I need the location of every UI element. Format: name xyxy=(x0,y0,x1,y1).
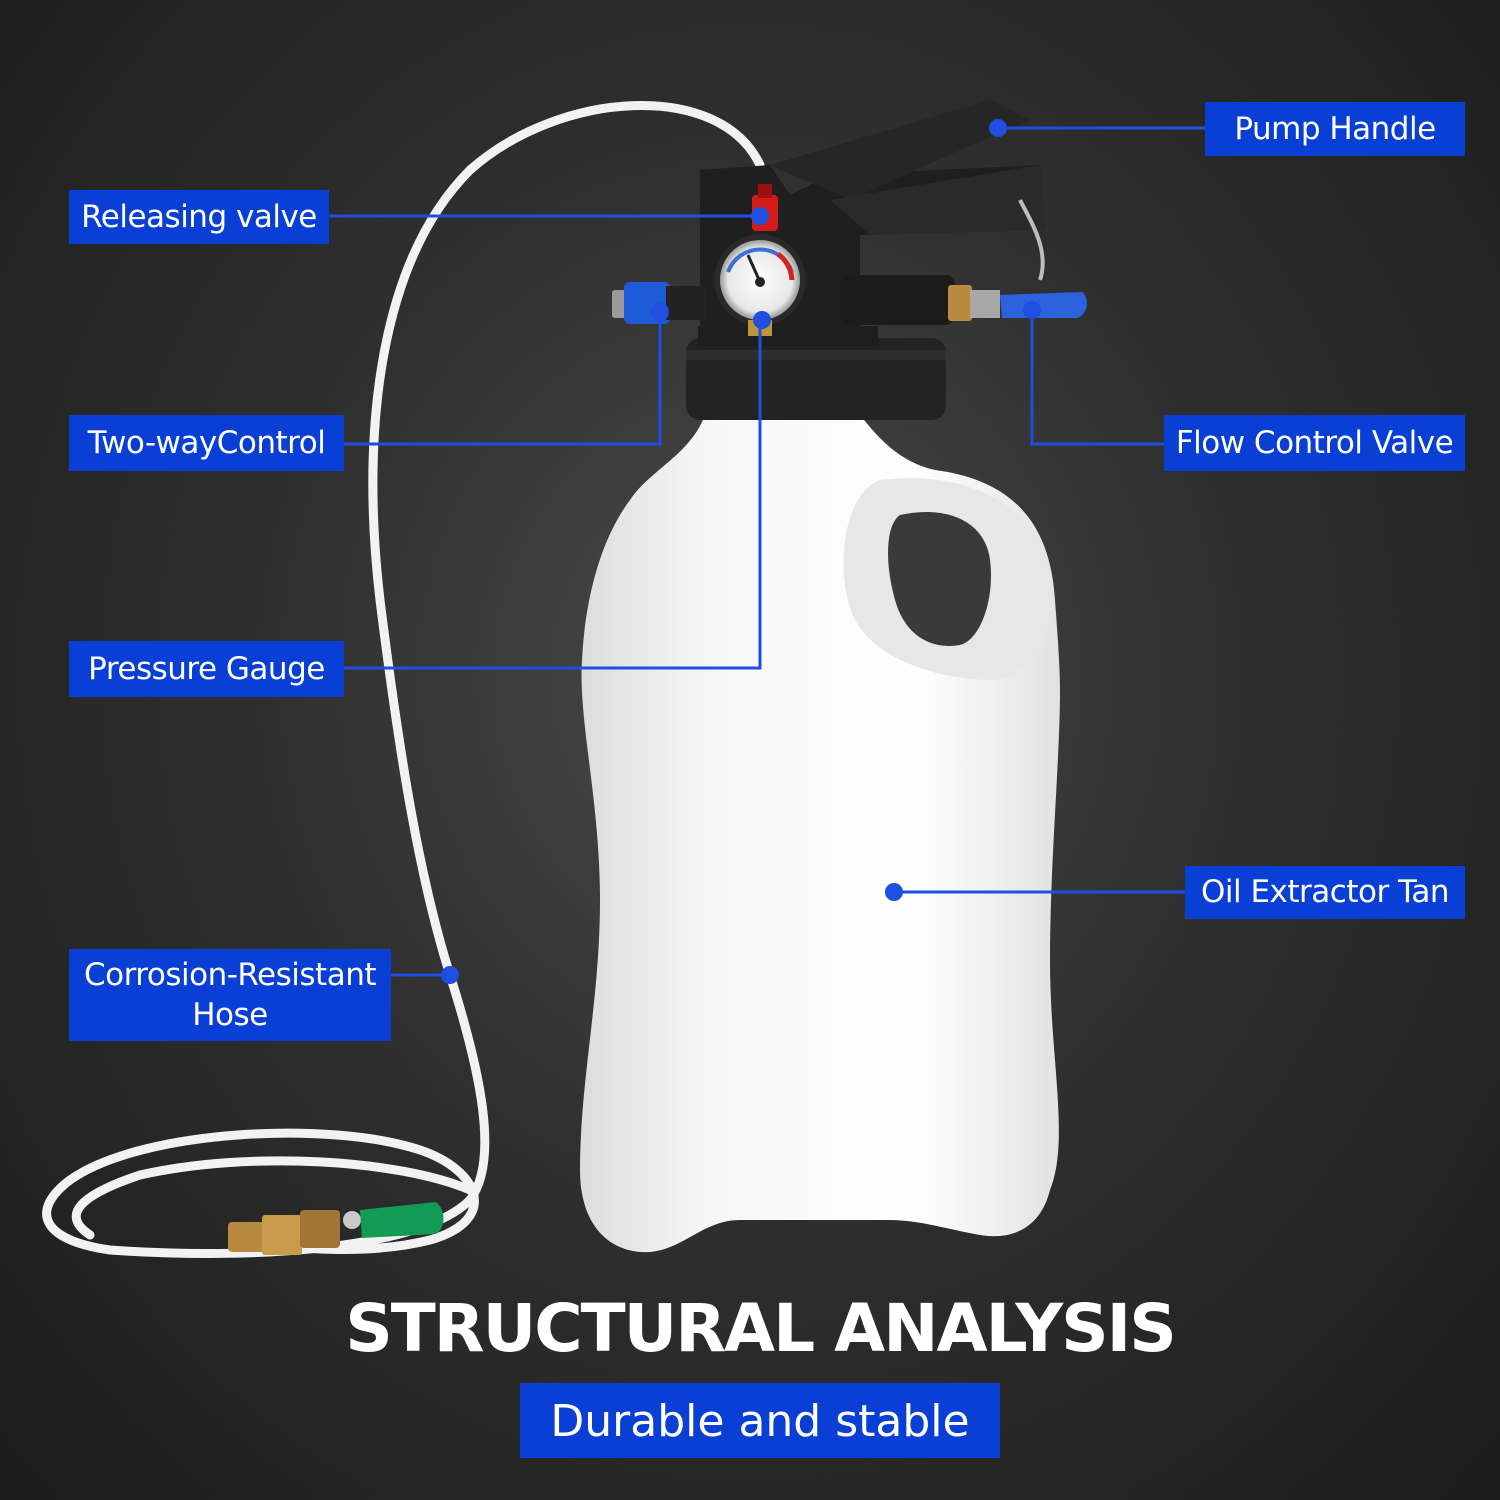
page-subtitle: Durable and stable xyxy=(550,1395,970,1447)
page-title: STRUCTURAL ANALYSIS xyxy=(345,1290,1177,1367)
hose xyxy=(42,101,765,1258)
pressure-gauge xyxy=(714,234,806,336)
oil-extractor-tank xyxy=(580,415,1060,1253)
hose-label-line-2: Hose xyxy=(192,997,268,1033)
hose-label-line-1: Corrosion-Resistant xyxy=(84,956,377,993)
label-boxes xyxy=(69,102,1465,1458)
label-pump-handle: Pump Handle xyxy=(1234,110,1436,147)
label-oil-extractor-tank: Oil Extractor Tan xyxy=(1200,874,1450,911)
tank-cap xyxy=(686,326,946,420)
callout-dots xyxy=(441,119,1041,984)
label-releasing-valve: Releasing valve xyxy=(81,198,317,235)
label-flow-control-valve: Flow Control Valve xyxy=(1175,424,1454,461)
label-pressure-gauge: Pressure Gauge xyxy=(88,650,325,687)
label-corrosion-resistant-hose: Corrosion-Resistant Hose xyxy=(69,949,391,1041)
hose-coupler xyxy=(228,1202,444,1255)
callout-lines xyxy=(328,126,1206,977)
flow-control-valve xyxy=(948,199,1087,321)
label-two-way-control: Two-wayControl xyxy=(87,424,326,461)
